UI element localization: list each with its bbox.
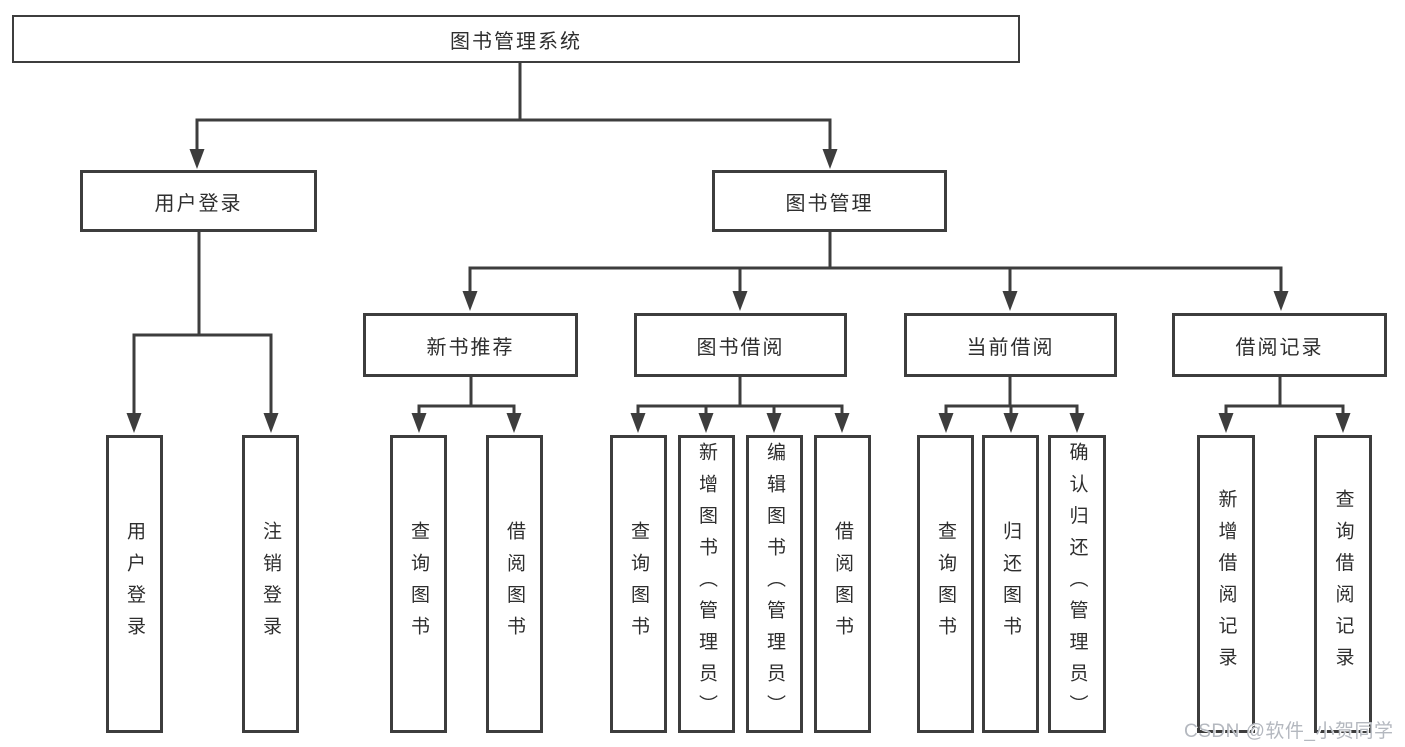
leaf-add-borrow-record: 新增借阅记录 (1197, 435, 1255, 733)
node-label: 新增借阅记录 (1215, 489, 1237, 679)
arrowhead-icon (1273, 291, 1289, 311)
node-label: 查询借阅记录 (1332, 489, 1354, 679)
connector-user-login-children (126, 230, 279, 433)
node-label: 当前借阅 (966, 336, 1055, 359)
arrowhead-icon (1218, 413, 1234, 433)
arrowhead-icon (938, 413, 954, 433)
arrowhead-icon (506, 413, 522, 433)
node-label: 用户登录 (154, 192, 243, 215)
node-label: 借阅图书 (832, 520, 853, 648)
node-label: 注销登录 (260, 520, 281, 648)
node-label: 查询图书 (935, 520, 956, 648)
connector-root-to-level2 (189, 61, 838, 169)
connector-book-management-children (462, 230, 1289, 311)
arrowhead-icon (189, 149, 205, 169)
arrowhead-icon (126, 413, 142, 433)
node-borrow-records: 借阅记录 (1172, 313, 1387, 377)
node-label: 新书推荐 (426, 336, 515, 359)
node-book-borrow: 图书借阅 (634, 313, 847, 377)
node-label: 查询图书 (408, 520, 429, 648)
arrowhead-icon (822, 149, 838, 169)
arrowhead-icon (698, 413, 714, 433)
leaf-query-books-current: 查询图书 (917, 435, 974, 733)
node-new-book-recommend: 新书推荐 (363, 313, 578, 377)
arrowhead-icon (1335, 413, 1351, 433)
node-label: 编辑图书（管理员） (764, 442, 785, 726)
arrowhead-icon (732, 291, 748, 311)
arrowhead-icon (1003, 413, 1019, 433)
connector-current-borrow-children (938, 375, 1085, 433)
arrowhead-icon (411, 413, 427, 433)
leaf-query-books-recommend: 查询图书 (390, 435, 447, 733)
connector-book-borrow-children (630, 375, 850, 433)
leaf-query-books-borrow: 查询图书 (610, 435, 667, 733)
leaf-borrow-books-recommend: 借阅图书 (486, 435, 543, 733)
arrowhead-icon (263, 413, 279, 433)
leaf-user-login: 用户登录 (106, 435, 163, 733)
arrowhead-icon (462, 291, 478, 311)
node-current-borrow: 当前借阅 (904, 313, 1117, 377)
node-root-system: 图书管理系统 (12, 15, 1020, 63)
node-user-login: 用户登录 (80, 170, 317, 232)
leaf-query-borrow-record: 查询借阅记录 (1314, 435, 1372, 733)
arrowhead-icon (1069, 413, 1085, 433)
leaf-edit-books-admin: 编辑图书（管理员） (746, 435, 803, 733)
node-book-management: 图书管理 (712, 170, 947, 232)
node-label: 归还图书 (1000, 520, 1021, 648)
node-label: 图书管理系统 (450, 30, 582, 53)
leaf-confirm-return-admin: 确认归还（管理员） (1048, 435, 1106, 733)
arrowhead-icon (834, 413, 850, 433)
leaf-add-books-admin: 新增图书（管理员） (678, 435, 735, 733)
node-label: 借阅记录 (1235, 336, 1324, 359)
node-label: 用户登录 (124, 520, 145, 648)
node-label: 图书借阅 (696, 336, 785, 359)
leaf-borrow-books: 借阅图书 (814, 435, 871, 733)
node-label: 借阅图书 (504, 520, 525, 648)
leaf-return-books: 归还图书 (982, 435, 1039, 733)
node-label: 确认归还（管理员） (1066, 442, 1088, 726)
csdn-watermark: CSDN @软件_小贺同学 (1184, 721, 1394, 742)
connector-borrow-records-children (1218, 375, 1351, 433)
arrowhead-icon (1002, 291, 1018, 311)
arrowhead-icon (630, 413, 646, 433)
connector-new-book-recommend-children (411, 375, 522, 433)
node-label: 图书管理 (785, 192, 874, 215)
leaf-logout: 注销登录 (242, 435, 299, 733)
node-label: 查询图书 (628, 520, 649, 648)
node-label: 新增图书（管理员） (696, 442, 717, 726)
arrowhead-icon (766, 413, 782, 433)
